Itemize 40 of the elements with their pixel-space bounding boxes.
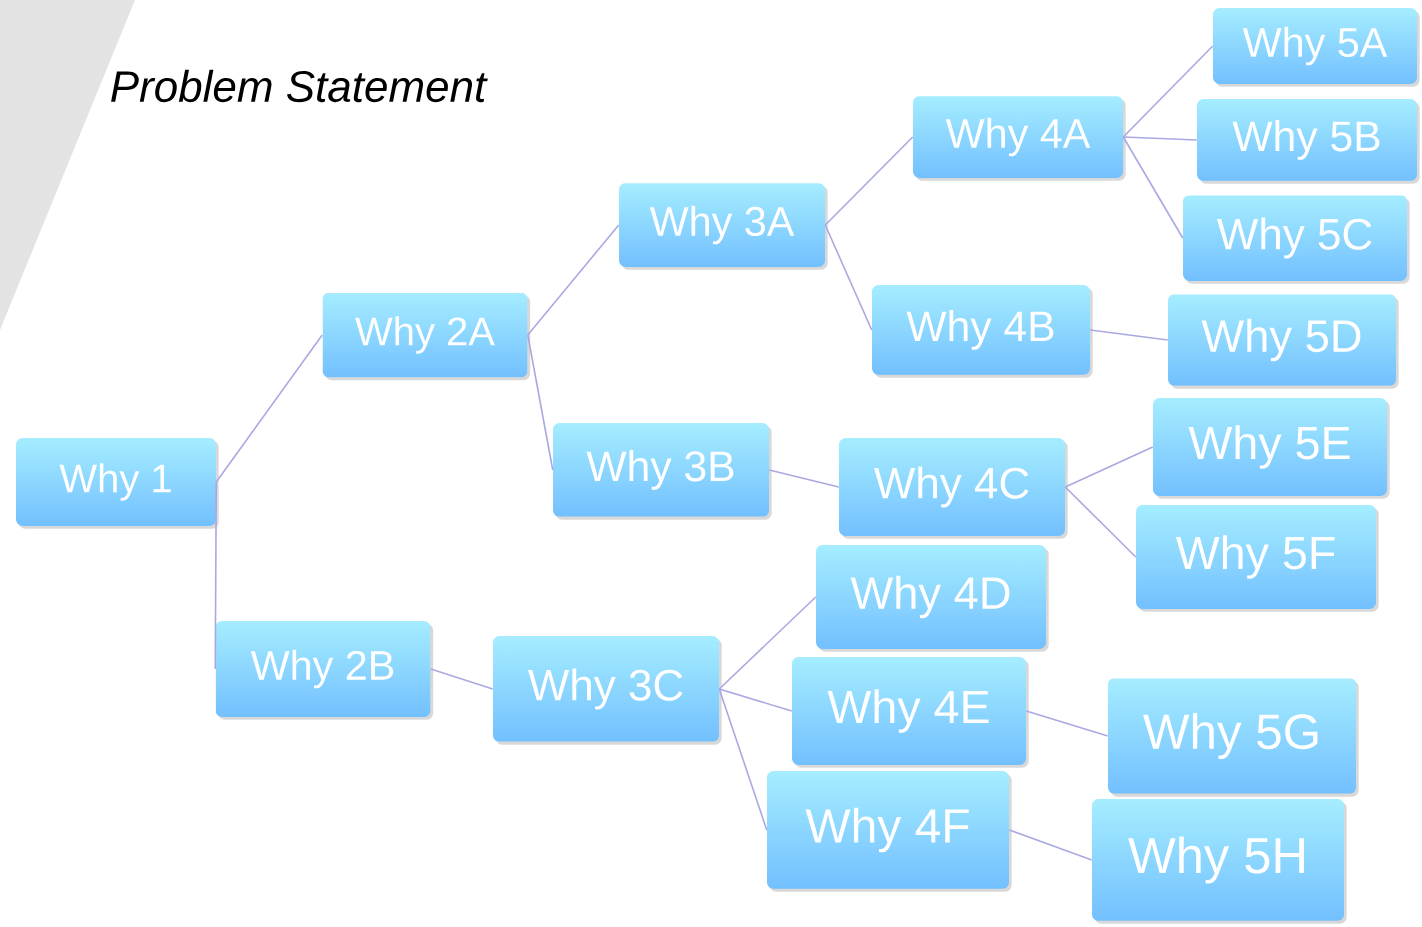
connector-line bbox=[1122, 45, 1214, 138]
connector-line bbox=[215, 334, 324, 483]
connector-line bbox=[1025, 710, 1109, 737]
why-box: Why 5G bbox=[1108, 678, 1359, 797]
why-box: Why 4C bbox=[839, 438, 1068, 539]
why-box: Why 4B bbox=[872, 285, 1093, 378]
connector-line bbox=[824, 136, 914, 226]
why-box: Why 4A bbox=[913, 96, 1126, 181]
why-box: Why 5F bbox=[1136, 505, 1379, 612]
connector-line bbox=[526, 224, 620, 336]
why-box: Why 3C bbox=[493, 636, 722, 745]
why-box: Why 2A bbox=[322, 293, 531, 381]
connector-line bbox=[824, 224, 873, 331]
connector-line bbox=[718, 688, 768, 831]
connector-line bbox=[1064, 486, 1137, 558]
title: Problem Statement bbox=[111, 69, 488, 103]
why-box: Why 5D bbox=[1168, 294, 1399, 389]
why-box: Why 5B bbox=[1197, 99, 1420, 184]
connector-line bbox=[526, 334, 554, 471]
why-box: Why 2B bbox=[215, 621, 434, 720]
connector-line bbox=[718, 688, 793, 712]
why-box: Why 4D bbox=[816, 545, 1049, 652]
connector-line bbox=[1122, 136, 1184, 239]
why-box: Why 4E bbox=[792, 657, 1029, 768]
why-box: Why 5C bbox=[1183, 195, 1410, 284]
connector-line bbox=[429, 668, 494, 690]
why-box: Why 5H bbox=[1092, 799, 1347, 924]
why-box: Why 4F bbox=[767, 771, 1012, 892]
connector-line bbox=[768, 469, 840, 488]
connector-line bbox=[1122, 136, 1198, 141]
connector-line bbox=[1008, 829, 1093, 861]
why-box: Why 3A bbox=[619, 183, 828, 270]
why-box: Why 3B bbox=[553, 423, 772, 520]
connector-line bbox=[1064, 446, 1154, 488]
connector-line bbox=[1089, 329, 1169, 341]
why-box: Why 5E bbox=[1153, 398, 1390, 499]
connector-line bbox=[718, 596, 817, 690]
why-box: Why 5A bbox=[1213, 8, 1420, 87]
connector-line bbox=[214, 481, 218, 670]
why-box: Why 1 bbox=[16, 438, 219, 529]
